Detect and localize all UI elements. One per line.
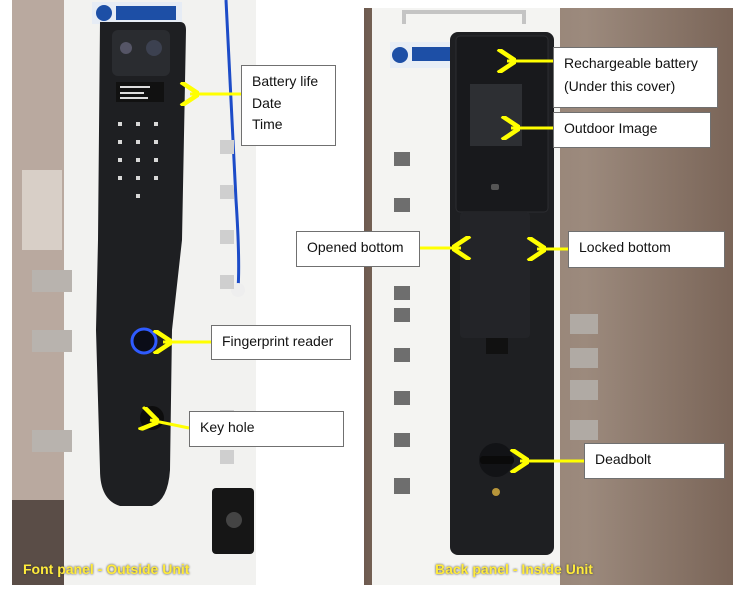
back-panel-scene xyxy=(372,8,598,585)
keypad xyxy=(118,122,158,198)
label-date: Date xyxy=(252,95,282,111)
callout-outdoor-image: Outdoor Image xyxy=(553,112,711,148)
arrow-key-hole xyxy=(150,420,190,428)
label-battery-life: Battery life xyxy=(252,73,319,89)
callout-battery-date-time: Battery life Date Time xyxy=(241,65,336,146)
callout-deadbolt: Deadbolt xyxy=(584,443,725,479)
thumb-turn xyxy=(460,212,530,338)
front-panel-caption: Font panel - Outside Unit xyxy=(23,561,190,577)
callout-opened-bottom: Opened bottom xyxy=(296,231,420,267)
label-under-cover: (Under this cover) xyxy=(564,78,676,94)
callout-rechargeable-battery: Rechargeable battery (Under this cover) xyxy=(553,47,718,108)
lanyard xyxy=(224,0,241,291)
label-rechargeable-battery: Rechargeable battery xyxy=(564,55,698,71)
front-panel-scene xyxy=(12,0,256,585)
label-time: Time xyxy=(252,116,283,132)
back-panel-caption: Back panel - Inside Unit xyxy=(435,561,593,577)
callout-key-hole: Key hole xyxy=(189,411,344,447)
callout-locked-bottom: Locked bottom xyxy=(568,231,725,268)
callout-fingerprint-reader: Fingerprint reader xyxy=(211,325,351,360)
front-panel-photo: Font panel - Outside Unit xyxy=(12,0,256,585)
